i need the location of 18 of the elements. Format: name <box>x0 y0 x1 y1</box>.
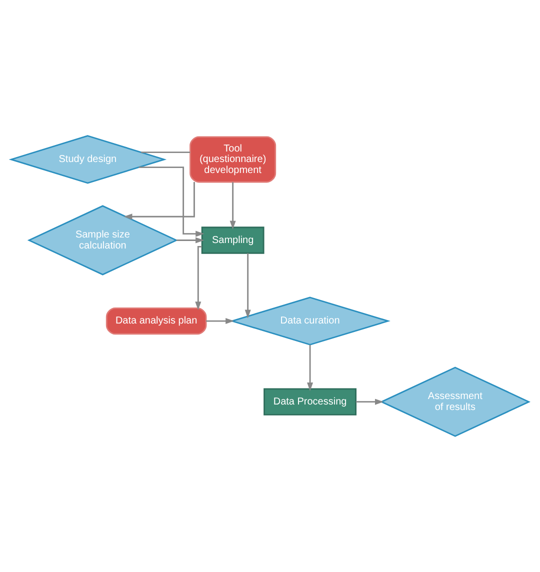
arrow <box>176 237 204 244</box>
node-diamond: Study design <box>8 135 167 184</box>
connector <box>141 152 190 154</box>
node-box: Tool (questionnaire) development <box>190 136 276 183</box>
arrow <box>206 318 234 324</box>
arrow <box>124 182 195 220</box>
node-diamond: Sample size calculation <box>27 205 178 276</box>
arrow <box>195 246 202 310</box>
arrow <box>138 166 204 237</box>
arrow <box>230 182 236 230</box>
node-box: Data Processing <box>264 388 356 416</box>
arrow <box>356 398 384 405</box>
arrow <box>244 253 251 318</box>
node-diamond: Assessment of results <box>380 366 530 437</box>
node-diamond: Data curation <box>230 296 390 346</box>
node-box: Data analysis plan <box>106 307 207 335</box>
arrow <box>307 344 314 392</box>
node-box: Sampling <box>201 226 264 254</box>
